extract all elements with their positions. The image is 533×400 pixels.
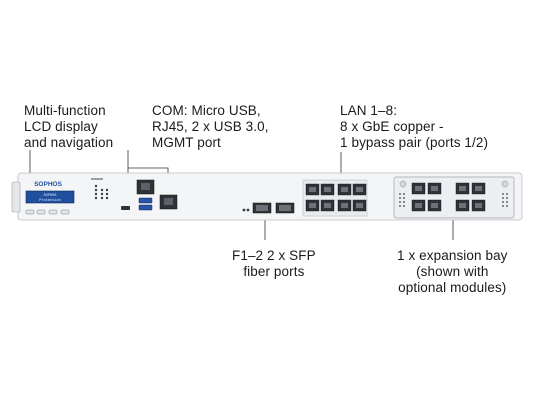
sfp-port-f2-inner <box>279 205 291 211</box>
rj45-console-port-inner <box>141 183 150 190</box>
callout-line: LCD display <box>24 119 98 134</box>
callout-line: COM: Micro USB, <box>152 103 261 118</box>
callout-line: Multi-function <box>24 103 106 118</box>
sfp-port-f1-inner <box>256 205 268 211</box>
nav-button-enter[interactable] <box>60 209 70 215</box>
lcd-line-2: Protection <box>39 198 61 203</box>
com-ports-callout: COM: Micro USB, RJ45, 2 x USB 3.0, MGMT … <box>152 103 269 151</box>
lcd-line-1: SOPHOS <box>44 194 57 198</box>
nav-button-down[interactable] <box>36 209 46 215</box>
usb-port-1 <box>138 197 153 204</box>
lan-ports <box>302 179 368 217</box>
indicator-dot <box>242 208 246 212</box>
thumbscrew-left <box>399 180 407 188</box>
status-leds <box>94 184 109 200</box>
micro-usb-port <box>121 206 130 210</box>
callout-line: (shown with <box>416 264 489 279</box>
nav-button-back[interactable] <box>48 209 58 215</box>
indicator-dot <box>246 208 250 212</box>
callout-line: MGMT port <box>152 135 221 150</box>
brand-logo: SOPHOS <box>34 181 62 188</box>
callout-line: 1 bypass pair (ports 1/2) <box>340 135 489 150</box>
callout-line: LAN 1–8: <box>340 103 398 118</box>
callout-line: fiber ports <box>243 264 305 279</box>
callout-line: F1–2 2 x SFP <box>232 248 316 263</box>
expansion-bay <box>393 176 515 219</box>
lan-ports-callout: LAN 1–8: 8 x GbE copper - 1 bypass pair … <box>340 103 488 151</box>
sfp-ports <box>252 202 295 214</box>
lcd-display-callout: Multi-function LCD display and navigatio… <box>24 103 113 151</box>
callout-line: and navigation <box>24 135 114 150</box>
lcd-screen <box>25 190 75 204</box>
reset-label <box>91 178 103 180</box>
expansion-bay-callout: 1 x expansion bay (shown with optional m… <box>397 248 508 296</box>
callout-line: 8 x GbE copper - <box>340 119 444 134</box>
callout-line: RJ45, 2 x USB 3.0, <box>152 119 269 134</box>
lcd-navigation-buttons <box>25 209 70 215</box>
callout-line: 1 x expansion bay <box>397 248 508 263</box>
usb-port-2 <box>138 204 153 211</box>
rack-ear-left <box>11 181 21 213</box>
callout-line: optional modules) <box>398 280 507 295</box>
thumbscrew-right <box>501 180 509 188</box>
sfp-ports-callout: F1–2 2 x SFP fiber ports <box>232 248 316 280</box>
nav-button-up[interactable] <box>25 209 35 215</box>
mgmt-port-inner <box>164 198 173 205</box>
